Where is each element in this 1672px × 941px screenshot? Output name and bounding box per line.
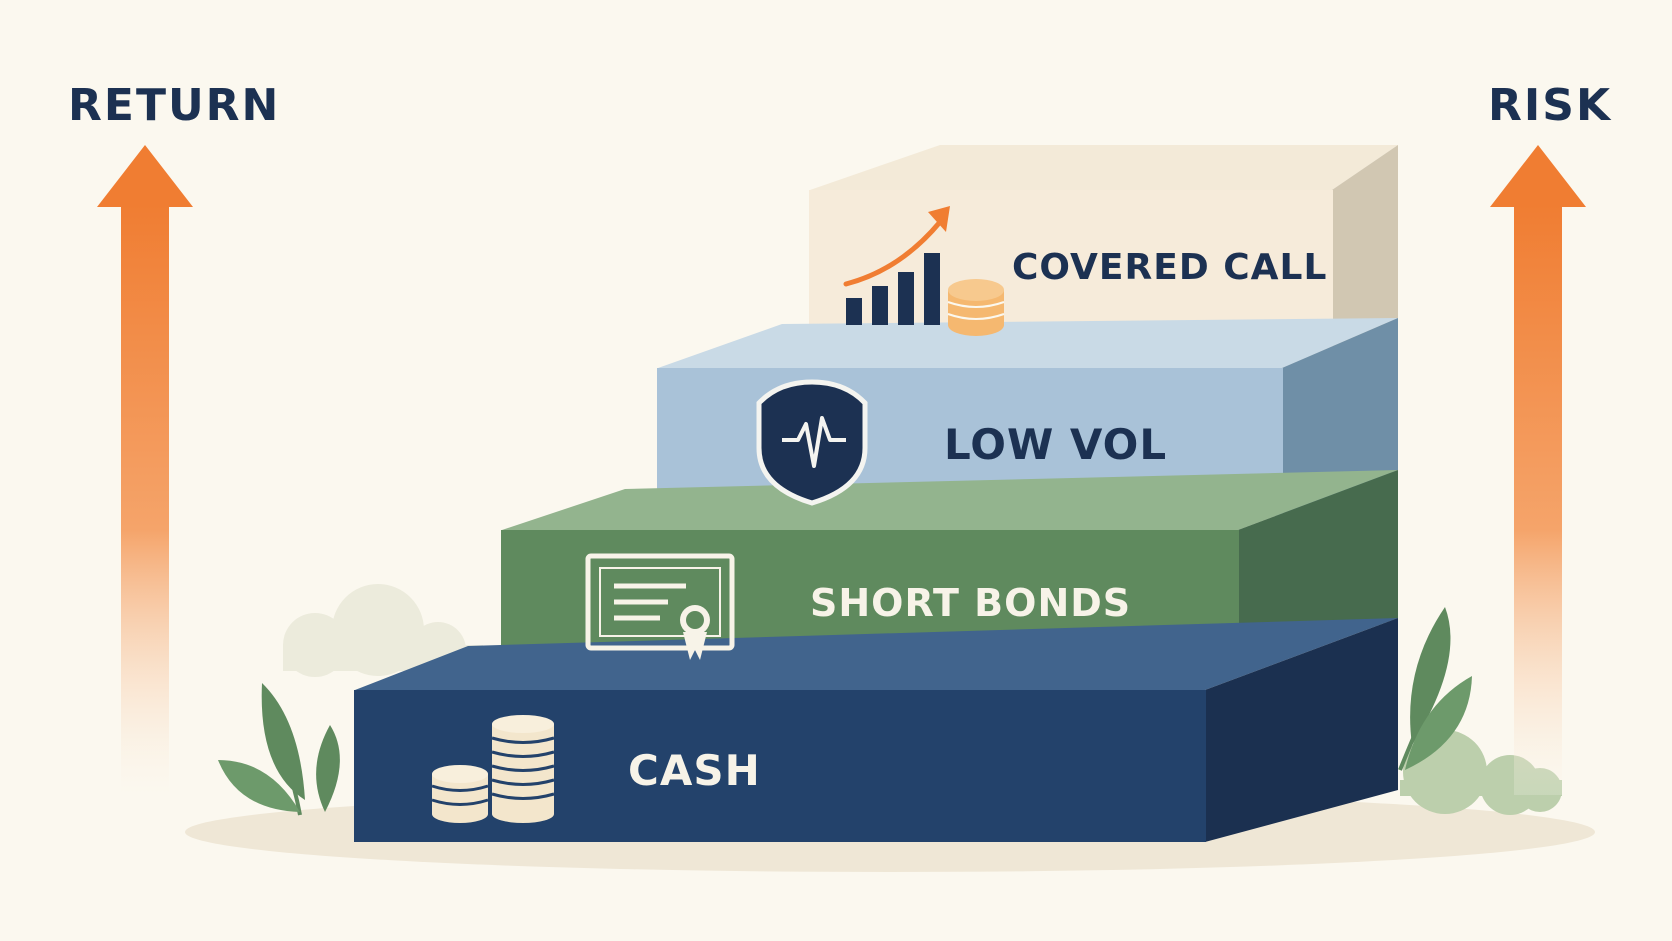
tier-label-short-bonds: SHORT BONDS	[810, 581, 1132, 625]
tier-label-covered-call: COVERED CALL	[1012, 247, 1328, 288]
risk-axis-label: RISK	[1488, 80, 1613, 131]
plant-left-icon	[218, 683, 340, 816]
coin-stack-icon	[431, 715, 555, 823]
return-arrow	[97, 145, 193, 795]
growth-chart-icon	[843, 206, 1005, 336]
tier-cash	[354, 618, 1398, 842]
plant-right-icon	[1398, 607, 1472, 771]
bond-certificate-icon	[585, 553, 735, 660]
return-axis-label: RETURN	[68, 80, 281, 131]
tier-label-low-vol: LOW VOL	[944, 420, 1168, 469]
shield-pulse-icon	[756, 379, 868, 506]
risk-arrow	[1490, 145, 1586, 795]
tier-label-cash: CASH	[628, 746, 761, 795]
